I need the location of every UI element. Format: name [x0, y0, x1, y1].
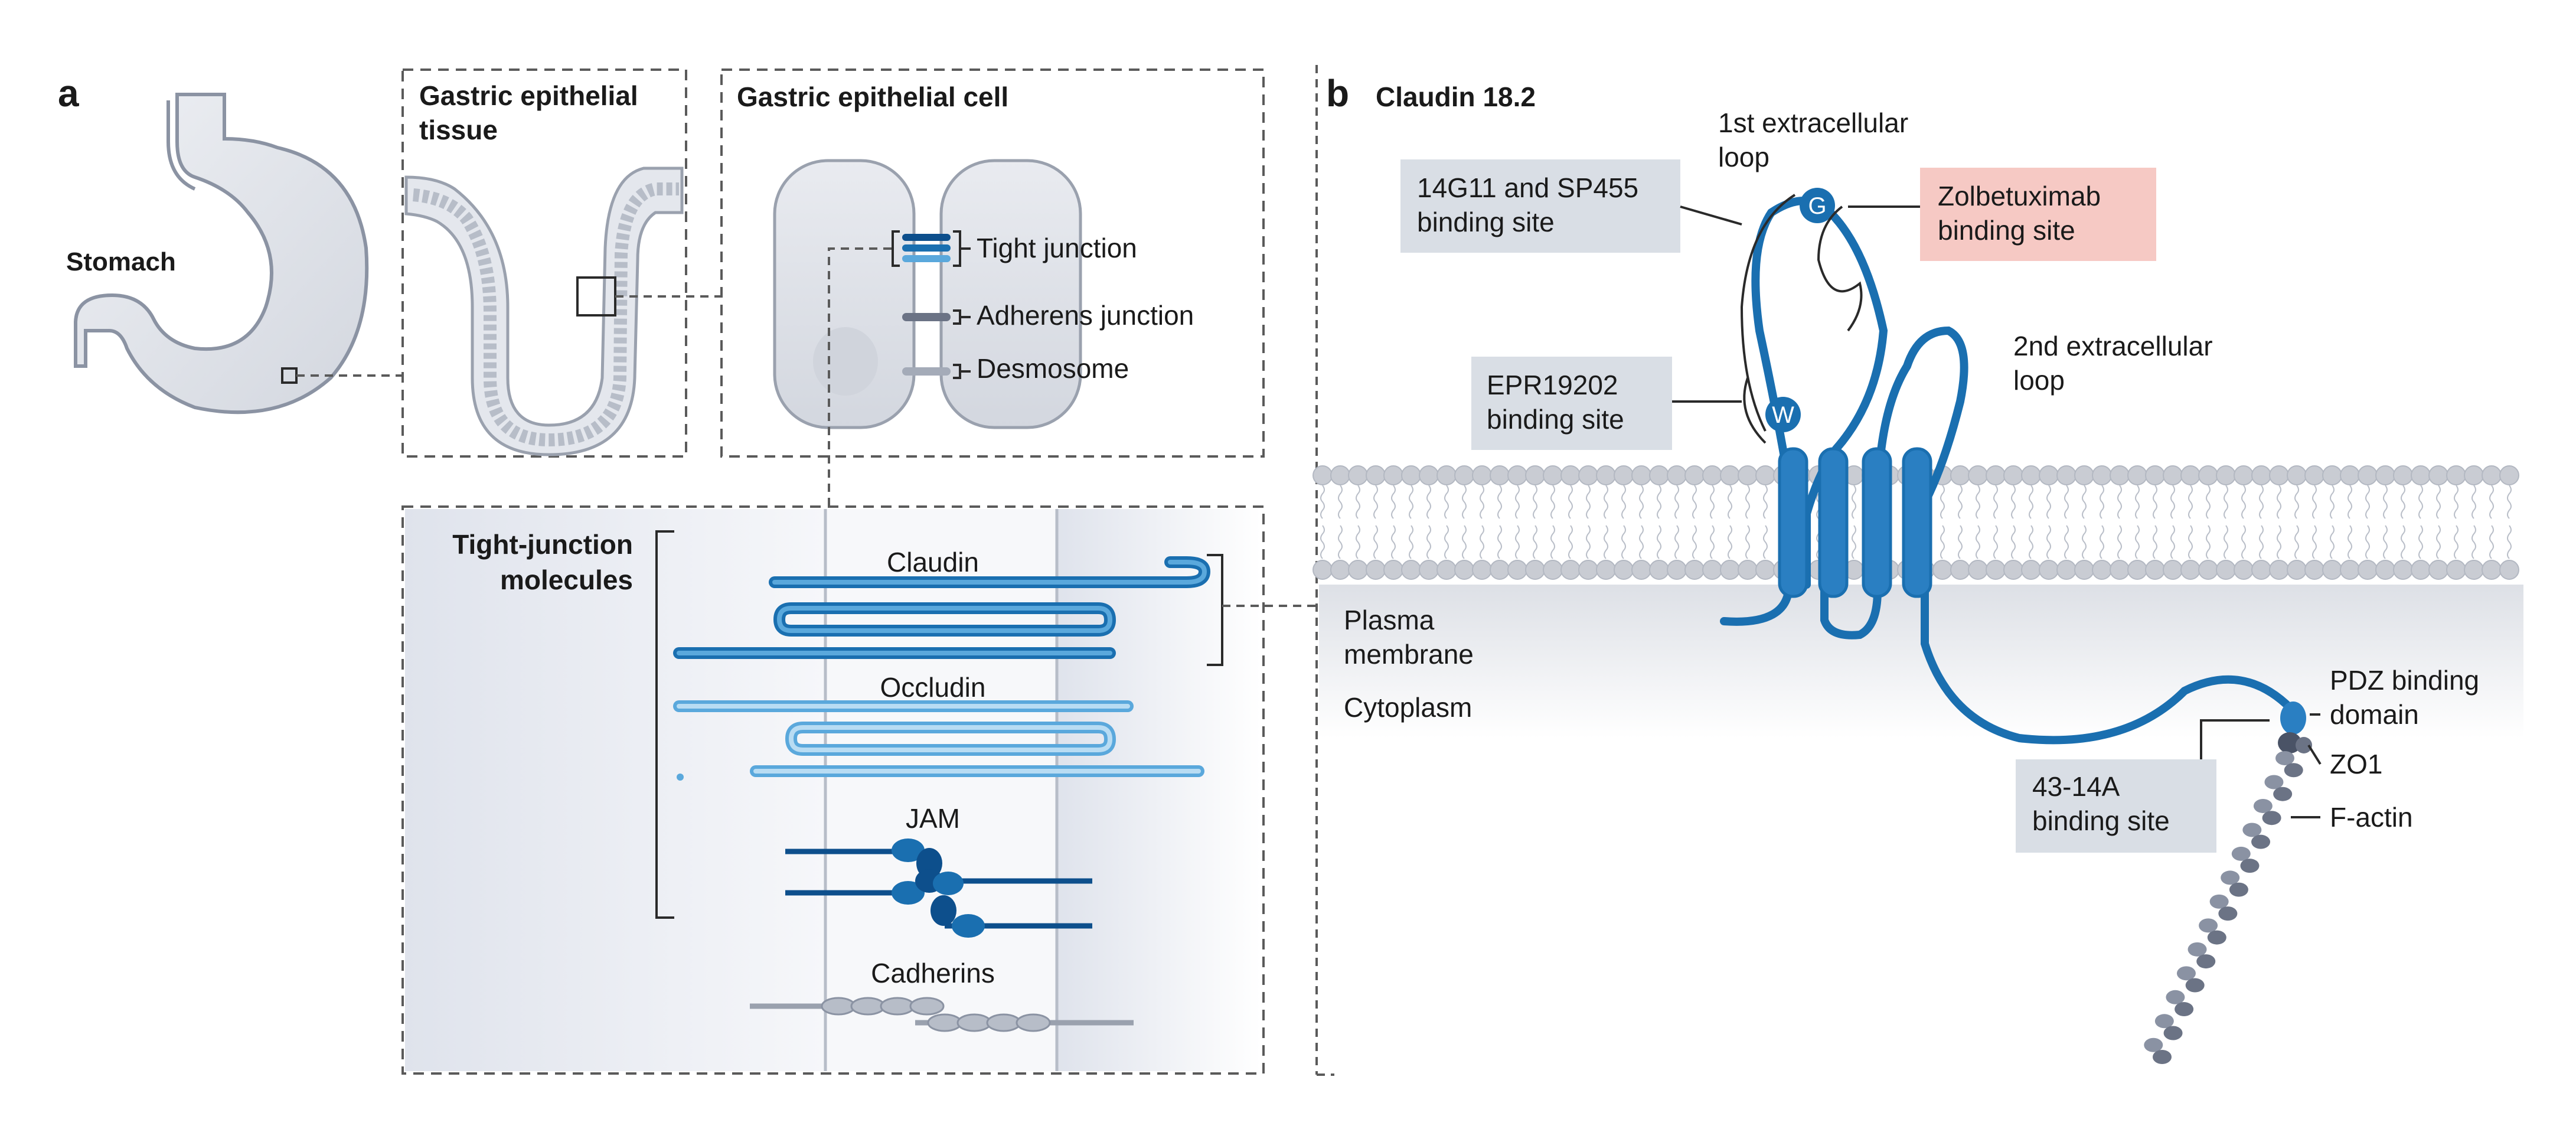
binding-box-epr-line1: EPR19202: [1487, 370, 1618, 400]
actin-subunit: [2253, 798, 2273, 813]
actin-subunit: [2242, 823, 2262, 837]
actin-subunit: [2207, 930, 2226, 945]
actin-subunit: [2229, 882, 2248, 897]
binding-box-epr19202: EPR19202 binding site: [1471, 357, 1672, 450]
stomach-illustration: Stomach: [66, 93, 369, 415]
f-actin-chain: [2144, 751, 2303, 1064]
binding-box-epr-line2: binding site: [1487, 404, 1624, 435]
panel-b: b Claudin 18.2 Plasma membrane Cytoplasm…: [1313, 72, 2523, 1064]
cell-title: Gastric epithelial cell: [737, 81, 1008, 112]
transmembrane-helices: [1778, 447, 1932, 598]
actin-subunit: [2231, 846, 2251, 861]
claudin-label: Claudin: [887, 547, 979, 577]
residue-w-circle: [1765, 397, 1801, 432]
plasma-membrane: [1313, 465, 2523, 738]
actin-subunit: [2275, 751, 2294, 765]
binding-box-4314a-line1: 43-14A: [2032, 771, 2120, 802]
jam-molecules: [785, 838, 1092, 938]
actin-subunit: [2153, 1050, 2172, 1064]
adherens-junction-mark: [902, 313, 951, 321]
desmosome-label: Desmosome: [977, 353, 1129, 384]
factin-label: F-actin: [2330, 802, 2413, 833]
actin-subunit: [2188, 942, 2207, 957]
binding-box-zolbe-line1: Zolbetuximab: [1938, 181, 2101, 211]
cell-right: [939, 159, 1082, 429]
binding-box-43-14a: 43-14A binding site: [2016, 759, 2216, 853]
actin-subunit: [2154, 1014, 2174, 1029]
tight-junction-label: Tight junction: [977, 233, 1137, 263]
cytoplasm-label: Cytoplasm: [1344, 692, 1472, 723]
pdz-label-line2: domain: [2330, 699, 2419, 730]
tissue-title-line1: Gastric epithelial: [419, 80, 638, 111]
nucleus: [813, 327, 878, 396]
molecules-title-line1: Tight-junction: [452, 529, 633, 560]
occludin-label: Occludin: [880, 672, 986, 703]
desmosome-mark: [902, 367, 951, 376]
binding-box-14g11-line2: binding site: [1417, 207, 1555, 237]
binding-box-14g11-line1: 14G11 and SP455: [1417, 172, 1638, 203]
panel-b-letter: b: [1326, 72, 1349, 115]
cell-box: [720, 68, 1265, 458]
plasma-label-line2: membrane: [1344, 639, 1474, 670]
pdz-label-line1: PDZ binding: [2330, 665, 2479, 696]
plasma-label-line1: Plasma: [1344, 605, 1435, 635]
jam-label: JAM: [906, 803, 960, 834]
molecules-box: [401, 505, 1265, 1075]
cadherins-label: Cadherins: [871, 958, 995, 988]
binding-box-zolbetuximab: Zolbetuximab binding site: [1920, 168, 2156, 261]
cadherin-molecules: [750, 997, 1134, 1032]
zo1-label: ZO1: [2330, 749, 2382, 779]
actin-subunit: [2163, 1026, 2183, 1040]
molecules-title-line2: molecules: [500, 565, 633, 595]
loop1-label-line2: loop: [1718, 142, 1769, 172]
actin-subunit: [2209, 894, 2229, 909]
loop2-label-line2: loop: [2013, 365, 2065, 396]
cell-left: [773, 159, 916, 429]
residue-g-circle: [1800, 188, 1835, 223]
binding-box-4314a-line2: binding site: [2032, 805, 2170, 836]
actin-subunit: [2273, 787, 2293, 801]
actin-subunit: [2176, 966, 2196, 981]
actin-subunit: [2251, 834, 2271, 849]
tight-junction-mark: [902, 234, 951, 241]
claudin-strands: [673, 556, 1211, 659]
actin-subunit: [2221, 870, 2240, 885]
actin-subunit: [2284, 763, 2303, 778]
tissue-title-line2: tissue: [419, 115, 498, 145]
actin-subunit: [2240, 859, 2260, 873]
molecules-left-bracket: [655, 530, 674, 919]
actin-subunit: [2218, 906, 2238, 921]
residue-w: W: [1772, 402, 1794, 428]
actin-subunit: [2262, 811, 2281, 825]
pdz-domain: [2278, 701, 2312, 753]
lipid-heads: [1313, 465, 2519, 580]
panel-a-letter: a: [58, 72, 79, 115]
loop2-label-line1: 2nd extracellular: [2013, 331, 2213, 361]
occludin-strands: [673, 700, 1204, 781]
panel-b-title: Claudin 18.2: [1376, 81, 1536, 112]
actin-subunit: [2144, 1037, 2163, 1052]
actin-subunit: [2166, 990, 2185, 1004]
panel-a: a Stomach Gastric epithelial tissue Gast…: [58, 68, 1317, 1075]
loop1-label-line1: 1st extracellular: [1718, 107, 1908, 138]
actin-subunit: [2185, 978, 2205, 993]
residue-g: G: [1808, 193, 1826, 219]
tissue-box: [401, 68, 687, 458]
actin-subunit: [2264, 775, 2284, 789]
actin-subunit: [2175, 1002, 2194, 1017]
actin-subunit: [2196, 954, 2216, 969]
stomach-label: Stomach: [66, 247, 176, 276]
binding-box-zolbe-line2: binding site: [1938, 215, 2075, 246]
binding-box-14g11: 14G11 and SP455 binding site: [1400, 159, 1680, 253]
tissue-illustration: [404, 167, 684, 456]
adherens-junction-label: Adherens junction: [977, 300, 1194, 331]
molecules-background: [405, 509, 1261, 1071]
cell-illustration: Tight junction Adherens junction Desmoso…: [773, 159, 1194, 429]
actin-subunit: [2199, 918, 2218, 933]
